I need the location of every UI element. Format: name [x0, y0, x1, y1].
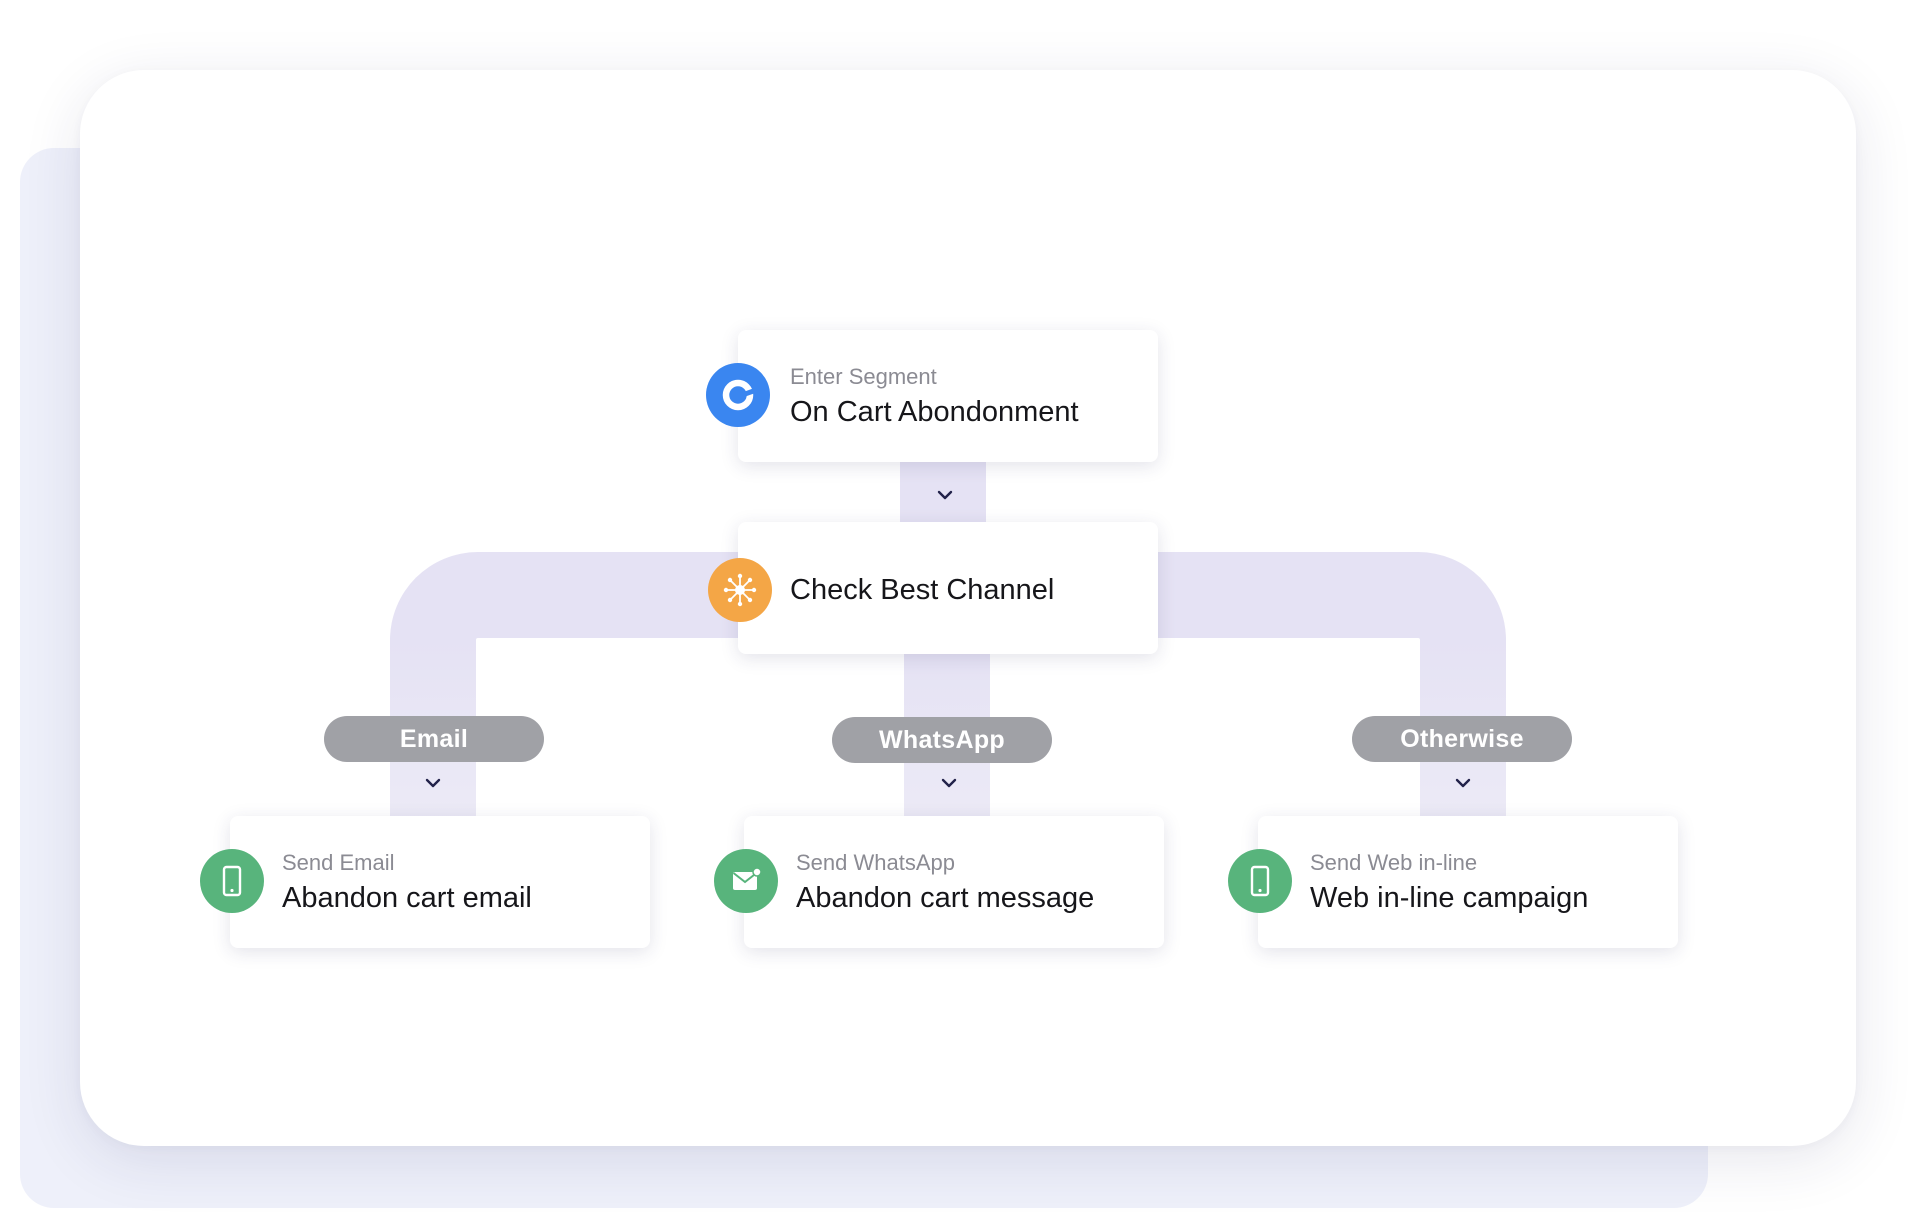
- branch-label-otherwise[interactable]: Otherwise: [1352, 716, 1572, 762]
- node-title: On Cart Abondonment: [790, 396, 1079, 428]
- chevron-down-icon: [1450, 774, 1476, 792]
- node-subtitle: Enter Segment: [790, 364, 937, 389]
- mobile-phone-icon: [1228, 849, 1292, 913]
- node-title: Abandon cart email: [282, 882, 532, 914]
- connector-entry-to-decision: [900, 462, 986, 522]
- action-node-whatsapp[interactable]: Send WhatsApp Abandon cart message: [744, 816, 1164, 948]
- action-node-email[interactable]: Send Email Abandon cart email: [230, 816, 650, 948]
- branch-label-whatsapp[interactable]: WhatsApp: [832, 717, 1052, 763]
- node-subtitle: Send Email: [282, 850, 395, 875]
- branch-label-email[interactable]: Email: [324, 716, 544, 762]
- node-subtitle: Send WhatsApp: [796, 850, 955, 875]
- entry-segment-node[interactable]: Enter Segment On Cart Abondonment: [738, 330, 1158, 462]
- action-node-otherwise[interactable]: Send Web in-line Web in-line campaign: [1258, 816, 1678, 948]
- envelope-icon: [714, 849, 778, 913]
- chevron-down-icon: [936, 774, 962, 792]
- segment-ring-icon: [706, 363, 770, 427]
- node-title: Check Best Channel: [790, 574, 1055, 606]
- node-title: Abandon cart message: [796, 882, 1095, 914]
- check-channel-node[interactable]: Check Best Channel: [738, 522, 1158, 654]
- network-hub-icon: [708, 558, 772, 622]
- chevron-down-icon: [420, 774, 446, 792]
- node-subtitle: Send Web in-line: [1310, 850, 1478, 875]
- chevron-down-icon: [932, 486, 958, 504]
- mobile-phone-icon: [200, 849, 264, 913]
- connector-horizontal-right: [1156, 552, 1308, 638]
- node-title: Web in-line campaign: [1310, 882, 1589, 914]
